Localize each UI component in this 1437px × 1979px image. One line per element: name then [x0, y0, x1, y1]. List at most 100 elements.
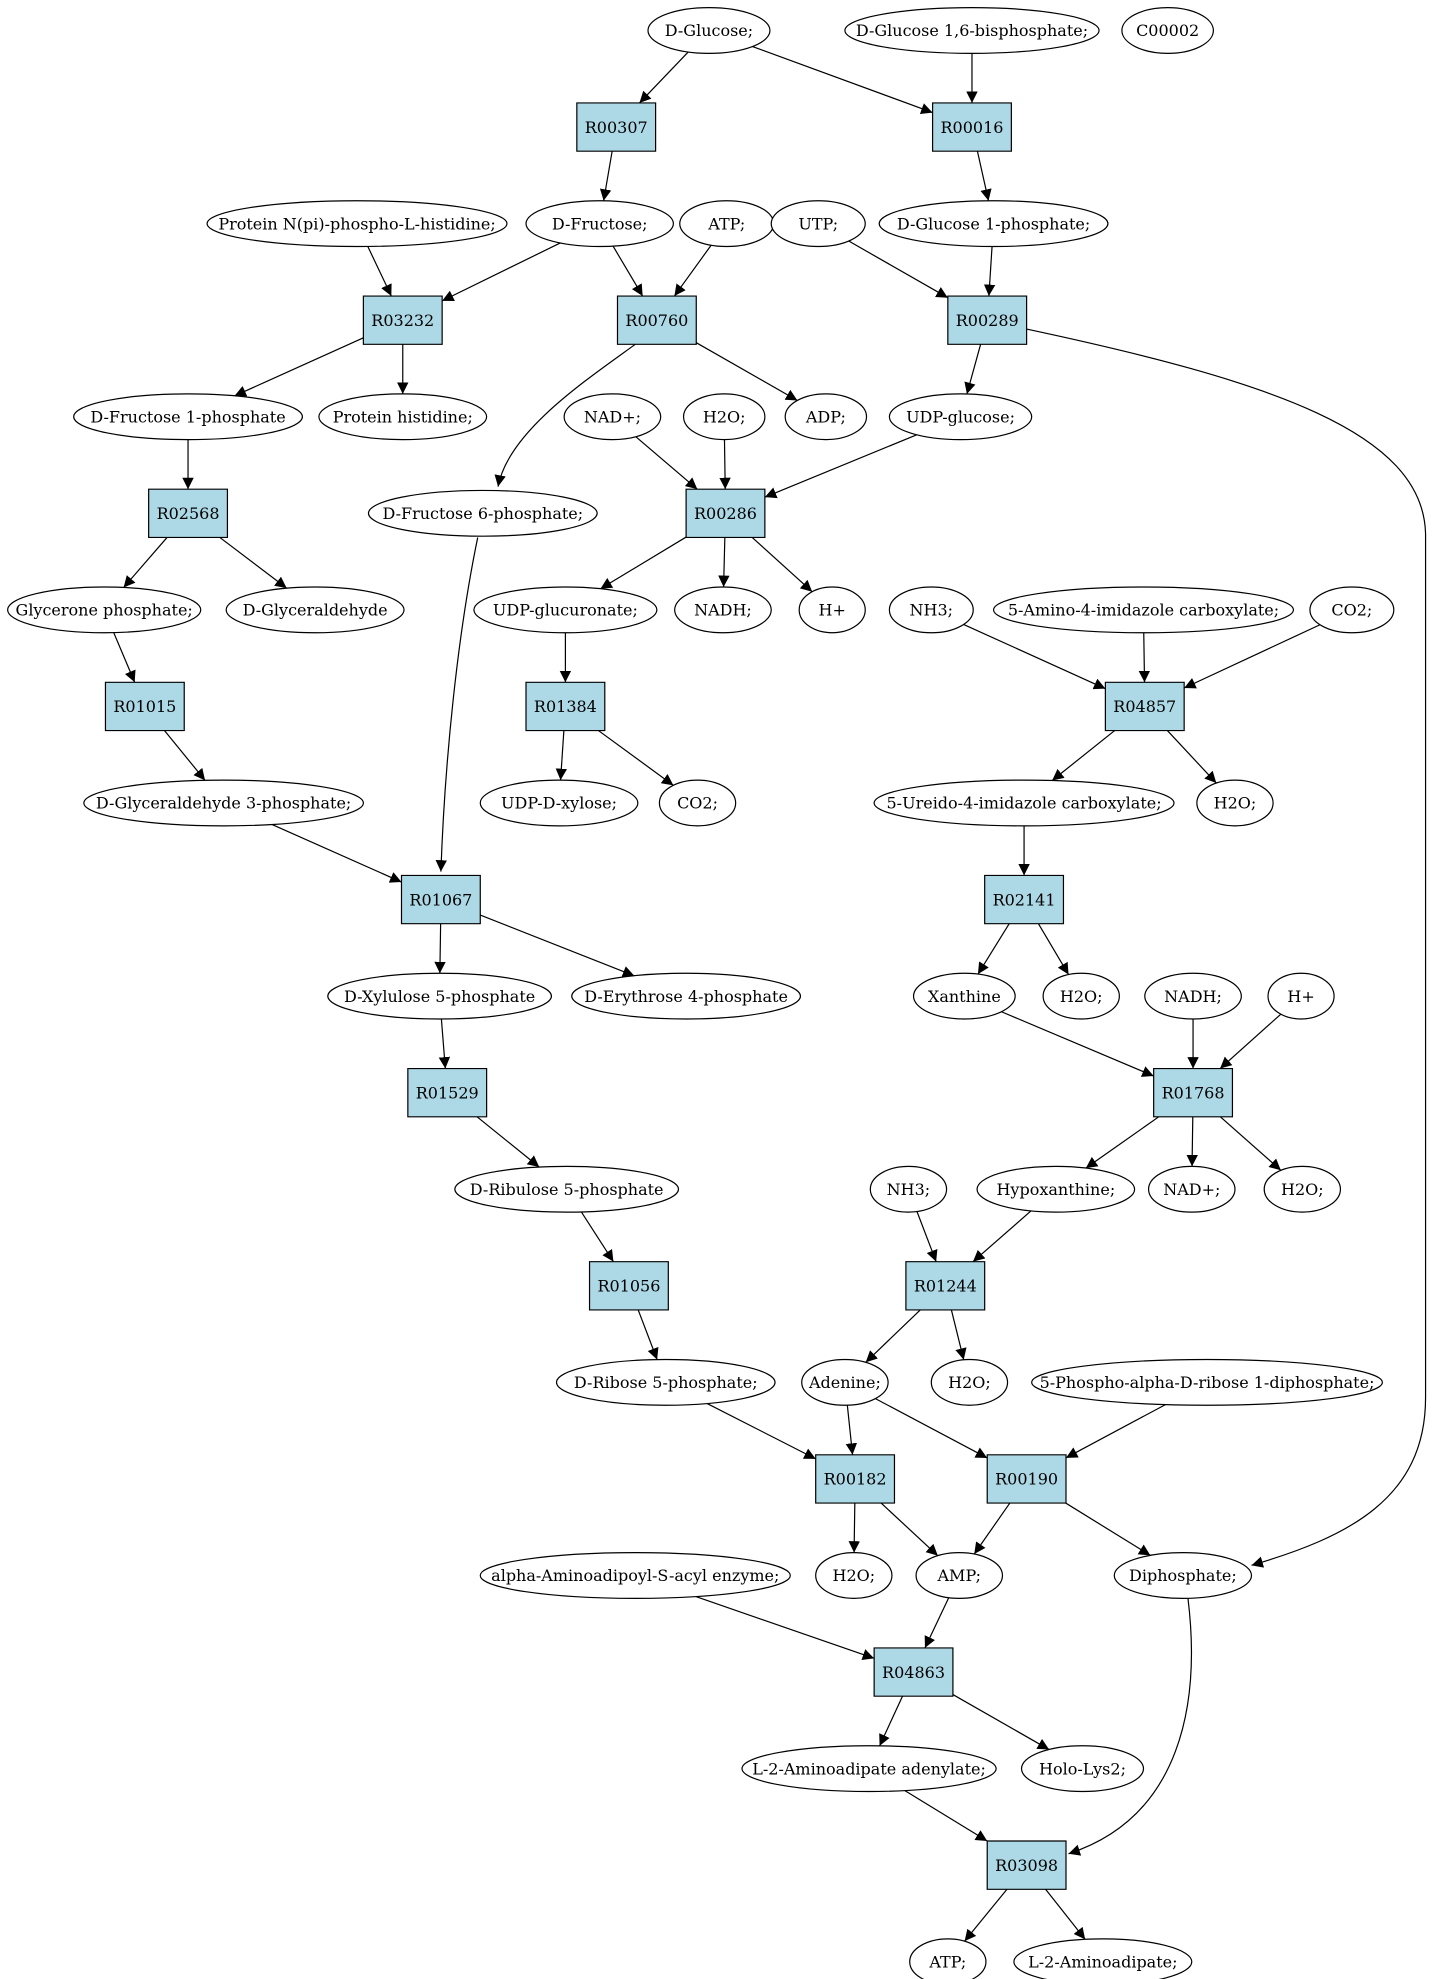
edge-fru-to-R03232	[442, 243, 560, 301]
compound-node-atp2[interactable]: ATP;	[910, 1939, 986, 1979]
compound-node-udpglc[interactable]: UDP-glucose;	[889, 394, 1031, 440]
compound-node-h2o1[interactable]: H2O;	[684, 394, 765, 440]
compound-ellipse-hp1	[799, 587, 865, 633]
compound-node-g16bp[interactable]: D-Glucose 1,6-bisphosphate;	[845, 8, 1099, 54]
reaction-node-R01067[interactable]: R01067	[401, 875, 480, 923]
compound-node-ade[interactable]: Adenine;	[802, 1359, 888, 1405]
compound-node-hyp[interactable]: Hypoxanthine;	[977, 1166, 1135, 1212]
compound-node-g1p[interactable]: D-Glucose 1-phosphate;	[879, 201, 1108, 247]
compound-node-hp1[interactable]: H+	[799, 587, 865, 633]
reaction-box-R01768	[1154, 1069, 1233, 1117]
compound-node-h2o6[interactable]: H2O;	[816, 1553, 892, 1599]
compound-node-prpp[interactable]: 5-Phospho-alpha-D-ribose 1-diphosphate;	[1032, 1359, 1383, 1405]
compound-node-h2o2[interactable]: H2O;	[1197, 780, 1273, 826]
reaction-label-R02568: R02568	[157, 504, 220, 523]
edge-R04863-to-l2aa	[880, 1696, 903, 1746]
compound-node-udpgluc[interactable]: UDP-glucuronate;	[474, 587, 657, 633]
compound-node-nadh2[interactable]: NADH;	[1145, 973, 1242, 1019]
compound-node-xu5p[interactable]: D-Xylulose 5-phosphate	[328, 973, 552, 1019]
edge-R00016-to-g1p	[977, 151, 992, 201]
compound-node-holo[interactable]: Holo-Lys2;	[1022, 1746, 1144, 1792]
compound-node-co2b[interactable]: CO2;	[659, 780, 735, 826]
compound-node-hp2[interactable]: H+	[1268, 973, 1334, 1019]
edge-amp-to-R04863	[925, 1598, 949, 1648]
reaction-node-R01529[interactable]: R01529	[408, 1069, 487, 1117]
compound-node-adp[interactable]: ADP;	[785, 394, 866, 440]
reaction-node-R02141[interactable]: R02141	[985, 875, 1064, 923]
edge-nadp-to-R00286	[636, 437, 697, 489]
compound-node-h2o3[interactable]: H2O;	[1043, 973, 1119, 1019]
compound-node-r5p[interactable]: D-Ribose 5-phosphate;	[557, 1359, 776, 1405]
compound-ellipse-nh3a	[889, 587, 973, 633]
reaction-node-R04863[interactable]: R04863	[874, 1648, 953, 1696]
compound-ellipse-prothis	[319, 394, 487, 440]
reaction-label-R01015: R01015	[113, 697, 176, 716]
reaction-node-R03098[interactable]: R03098	[987, 1841, 1066, 1889]
compound-label-xu5p: D-Xylulose 5-phosphate	[344, 987, 535, 1006]
reaction-node-R01056[interactable]: R01056	[590, 1262, 669, 1310]
compound-node-l2aa[interactable]: L-2-Aminoadipate adenylate;	[742, 1746, 996, 1792]
compound-node-co2a[interactable]: CO2;	[1310, 587, 1394, 633]
compound-node-glyp[interactable]: Glycerone phosphate;	[8, 587, 201, 633]
compound-node-c00002[interactable]: C00002	[1122, 8, 1213, 54]
compound-node-ppi[interactable]: Diphosphate;	[1114, 1553, 1251, 1599]
reaction-node-R01244[interactable]: R01244	[906, 1262, 985, 1310]
compound-node-glc[interactable]: D-Glucose;	[648, 8, 770, 54]
compound-node-ru5p[interactable]: D-Ribulose 5-phosphate	[455, 1166, 679, 1212]
reaction-node-R01384[interactable]: R01384	[526, 682, 605, 730]
compound-label-f1p: D-Fructose 1-phosphate	[90, 407, 285, 426]
compound-node-amp[interactable]: AMP;	[916, 1553, 1002, 1599]
compound-label-prpp: 5-Phospho-alpha-D-ribose 1-diphosphate;	[1040, 1373, 1375, 1392]
reaction-node-R00307[interactable]: R00307	[577, 103, 656, 151]
compound-node-fru[interactable]: D-Fructose;	[526, 201, 673, 247]
compound-node-l2a[interactable]: L-2-Aminoadipate;	[1014, 1939, 1192, 1979]
reaction-node-R03232[interactable]: R03232	[363, 296, 442, 344]
reaction-node-R01015[interactable]: R01015	[105, 682, 184, 730]
reaction-node-R00182[interactable]: R00182	[816, 1455, 895, 1503]
compound-node-udpxyl[interactable]: UDP-D-xylose;	[480, 780, 638, 826]
reaction-box-R01384	[526, 682, 605, 730]
compound-node-f1p[interactable]: D-Fructose 1-phosphate	[74, 394, 303, 440]
edge-aasa-to-R04863	[696, 1597, 874, 1660]
compound-node-utp[interactable]: UTP;	[771, 201, 865, 247]
reaction-label-R01768: R01768	[1162, 1083, 1225, 1102]
compound-label-hp2: H+	[1287, 987, 1314, 1006]
compound-node-nh3a[interactable]: NH3;	[889, 587, 973, 633]
reaction-label-R03098: R03098	[995, 1856, 1058, 1875]
compound-node-uica[interactable]: 5-Ureido-4-imidazole carboxylate;	[874, 780, 1174, 826]
edge-g3p-to-R01067	[272, 824, 402, 882]
compound-node-nh3b[interactable]: NH3;	[870, 1166, 946, 1212]
reaction-node-R00289[interactable]: R00289	[948, 296, 1027, 344]
compound-node-nadh1[interactable]: NADH;	[675, 587, 772, 633]
compound-ellipse-pnph	[207, 201, 507, 247]
compound-node-atp1[interactable]: ATP;	[680, 201, 774, 247]
edge-ade-to-R00182	[845, 1405, 858, 1455]
reaction-node-R00190[interactable]: R00190	[987, 1455, 1066, 1503]
reaction-node-R02568[interactable]: R02568	[149, 489, 228, 537]
compound-node-e4p[interactable]: D-Erythrose 4-phosphate	[572, 973, 801, 1019]
compound-node-g3p[interactable]: D-Glyceraldehyde 3-phosphate;	[84, 780, 364, 826]
compound-node-h2o4[interactable]: H2O;	[1264, 1166, 1340, 1212]
compound-ellipse-nadp2	[1149, 1166, 1235, 1212]
reaction-node-R01768[interactable]: R01768	[1154, 1069, 1233, 1117]
reaction-node-R00760[interactable]: R00760	[617, 296, 696, 344]
edge-R01768-to-nadp2	[1186, 1117, 1198, 1167]
compound-node-glyald[interactable]: D-Glyceraldehyde	[226, 587, 404, 633]
compound-ellipse-h2o6	[816, 1553, 892, 1599]
compound-node-xan[interactable]: Xanthine	[914, 973, 1016, 1019]
compound-node-aica[interactable]: 5-Amino-4-imidazole carboxylate;	[994, 587, 1294, 633]
reaction-node-R00286[interactable]: R00286	[686, 489, 765, 537]
reaction-node-R00016[interactable]: R00016	[933, 103, 1012, 151]
compound-node-aasa[interactable]: alpha-Aminoadipoyl-S-acyl enzyme;	[480, 1553, 790, 1599]
compound-ellipse-udpglc	[889, 394, 1031, 440]
compound-node-f6p[interactable]: D-Fructose 6-phosphate;	[368, 490, 597, 536]
reaction-node-R04857[interactable]: R04857	[1105, 682, 1184, 730]
compound-node-prothis[interactable]: Protein histidine;	[319, 394, 487, 440]
compound-node-nadp2[interactable]: NAD+;	[1149, 1166, 1235, 1212]
edge-aica-to-R04857	[1138, 633, 1151, 683]
compound-node-h2o5[interactable]: H2O;	[931, 1359, 1007, 1405]
compound-node-pnph[interactable]: Protein N(pi)-phospho-L-histidine;	[207, 201, 507, 247]
compound-label-h2o3: H2O;	[1060, 987, 1103, 1006]
edge-g1p-to-R00289	[983, 246, 996, 296]
compound-node-nadp[interactable]: NAD+;	[564, 394, 661, 440]
